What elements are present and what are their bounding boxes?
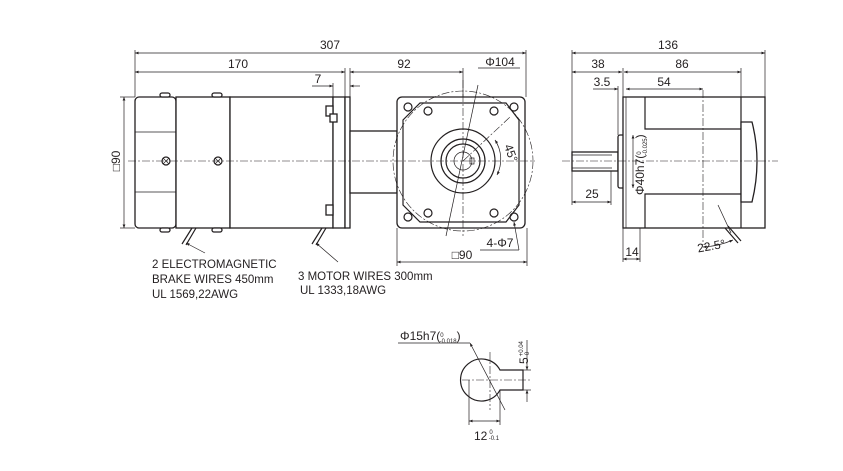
- front-dimensions: 307 170 92 7 Φ104 □90 □90 4-Φ7 45° 2 ELE…: [109, 38, 528, 301]
- dim-14: 14: [625, 245, 639, 259]
- dim-key-5: 5+0.040: [517, 340, 531, 364]
- brake-wires-note-3: UL 1569,22AWG: [152, 289, 238, 301]
- side-dimensions: 136 38 86 3.5 54 25 14 Φ40h7(0-0.025) 22…: [571, 38, 766, 262]
- dim-phi15: Φ15h7(0-0.018): [400, 329, 461, 345]
- dim-170: 170: [228, 57, 248, 71]
- brake-wires-note-2: BRAKE WIRES 450mm: [152, 274, 273, 286]
- dim-22-5deg: 22.5°: [696, 237, 726, 256]
- dim-92: 92: [397, 57, 411, 71]
- dim-3-5: 3.5: [594, 75, 611, 89]
- dim-7: 7: [315, 72, 322, 86]
- dim-86: 86: [675, 57, 689, 71]
- brake-body: [175, 96, 231, 229]
- brake-wires-note-1: 2 ELECTROMAGNETIC: [152, 259, 277, 271]
- dim-45deg: 45°: [501, 142, 520, 164]
- mounting-holes: [403, 102, 519, 222]
- motor-body: [229, 96, 334, 229]
- front-view: [128, 80, 535, 246]
- dim-height-90: □90: [109, 150, 123, 171]
- motor-wires-note-1: 3 MOTOR WIRES 300mm: [298, 271, 433, 283]
- dim-307: 307: [320, 38, 340, 52]
- dim-gear-90: □90: [452, 248, 473, 262]
- dim-phi104: Φ104: [485, 55, 515, 69]
- gear-head: [396, 96, 526, 229]
- gearbox-neck: [349, 130, 398, 194]
- side-view: [562, 90, 778, 245]
- rear-cap: [740, 121, 758, 203]
- dim-holes: 4-Φ7: [487, 236, 514, 250]
- dim-38: 38: [591, 57, 605, 71]
- motor-wires-note-2: UL 1333,18AWG: [300, 285, 386, 297]
- dim-136: 136: [658, 38, 678, 52]
- dim-54: 54: [657, 75, 671, 89]
- dim-phi40: Φ40h7(0-0.025): [633, 134, 649, 195]
- dim-25: 25: [585, 187, 599, 201]
